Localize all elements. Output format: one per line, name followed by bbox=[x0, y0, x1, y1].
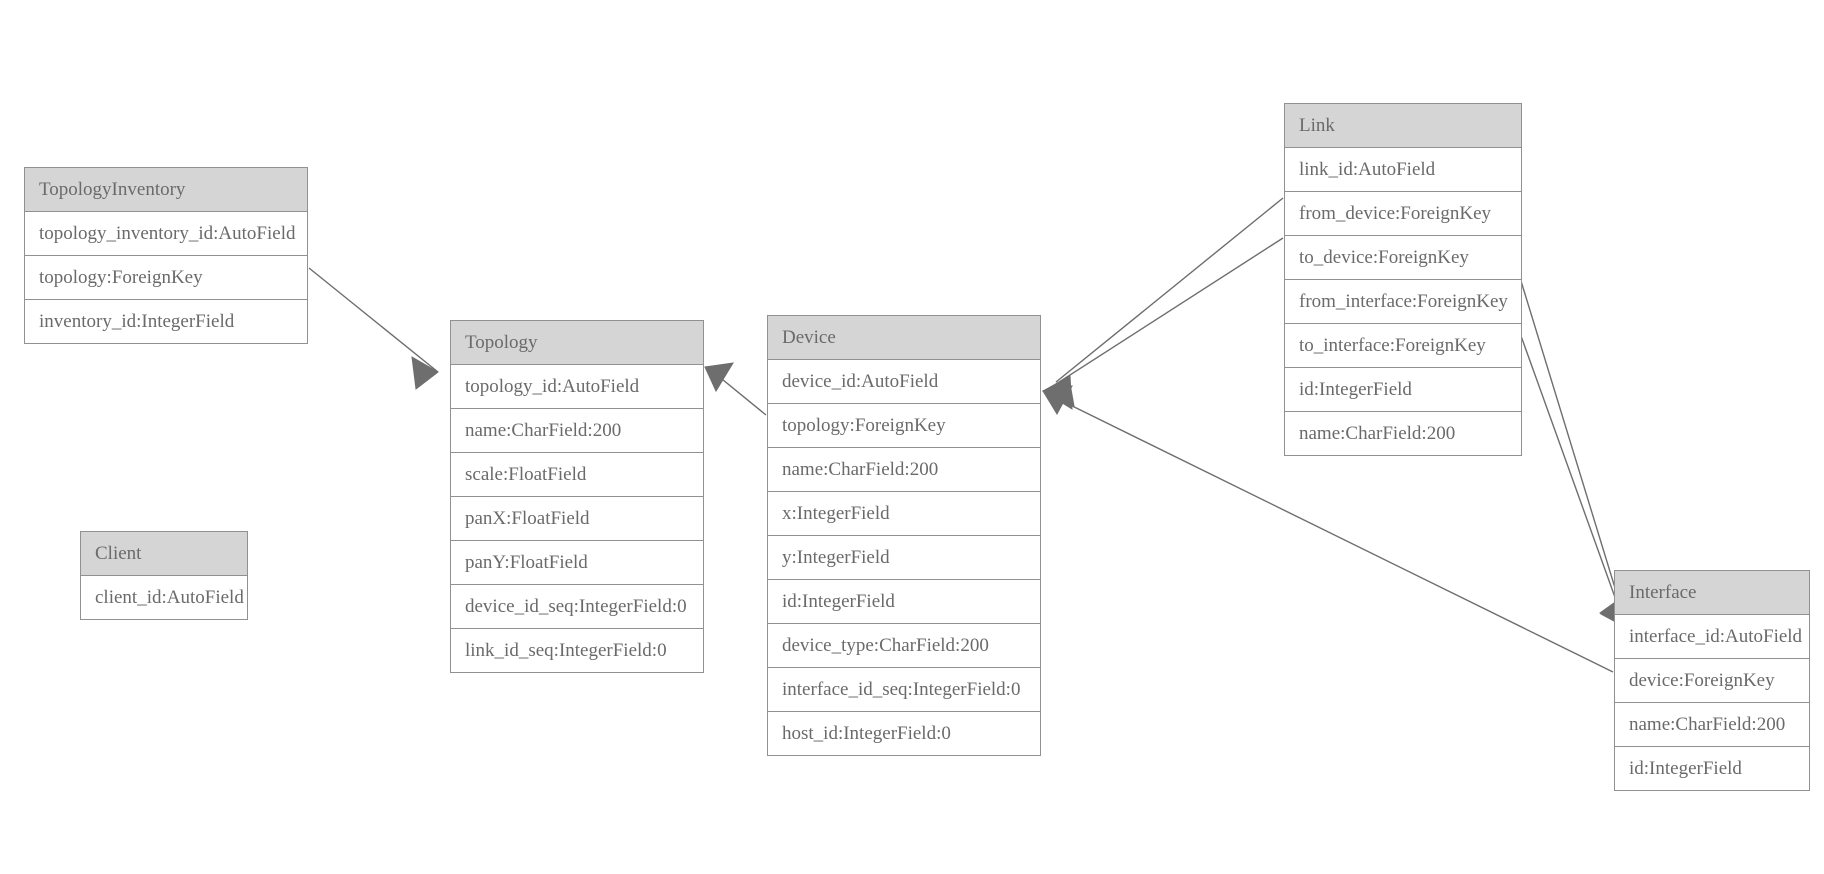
entity-title-topologyinventory: TopologyInventory bbox=[25, 168, 307, 212]
relation-line bbox=[1515, 321, 1622, 615]
rel-topologyinventory-topology bbox=[308, 267, 439, 390]
entity-title-interface: Interface bbox=[1615, 571, 1809, 615]
entity-field[interactable]: name:CharField:200 bbox=[768, 448, 1040, 492]
entity-field[interactable]: id:IntegerField bbox=[1615, 747, 1809, 790]
entity-field[interactable]: device_id:AutoField bbox=[768, 360, 1040, 404]
relation-line bbox=[1055, 237, 1284, 385]
rel-link-from-interface bbox=[1520, 280, 1628, 629]
entity-field[interactable]: device_type:CharField:200 bbox=[768, 624, 1040, 668]
entity-field[interactable]: panX:FloatField bbox=[451, 497, 703, 541]
entity-field[interactable]: link_id_seq:IntegerField:0 bbox=[451, 629, 703, 672]
entity-field[interactable]: interface_id_seq:IntegerField:0 bbox=[768, 668, 1040, 712]
entity-field[interactable]: to_device:ForeignKey bbox=[1285, 236, 1521, 280]
relation-line bbox=[1520, 280, 1624, 615]
entity-field[interactable]: host_id:IntegerField:0 bbox=[768, 712, 1040, 755]
relation-arrowhead-icon bbox=[704, 362, 734, 393]
entity-field[interactable]: id:IntegerField bbox=[1285, 368, 1521, 412]
entity-field[interactable]: from_device:ForeignKey bbox=[1285, 192, 1521, 236]
entity-field[interactable]: name:CharField:200 bbox=[1615, 703, 1809, 747]
entity-title-client: Client bbox=[81, 532, 247, 576]
entity-field[interactable]: name:CharField:200 bbox=[1285, 412, 1521, 455]
entity-field[interactable]: device_id_seq:IntegerField:0 bbox=[451, 585, 703, 629]
entity-field[interactable]: name:CharField:200 bbox=[451, 409, 703, 453]
entity-field[interactable]: id:IntegerField bbox=[768, 580, 1040, 624]
entity-field[interactable]: topology_id:AutoField bbox=[451, 365, 703, 409]
entity-title-link: Link bbox=[1285, 104, 1521, 148]
entity-field[interactable]: inventory_id:IntegerField bbox=[25, 300, 307, 343]
entity-field[interactable]: scale:FloatField bbox=[451, 453, 703, 497]
rel-link-to-device bbox=[1041, 237, 1284, 407]
rel-device-topology bbox=[704, 362, 767, 416]
entity-field[interactable]: y:IntegerField bbox=[768, 536, 1040, 580]
rel-link-to-interface bbox=[1515, 321, 1628, 629]
rel-link-from-device bbox=[1042, 197, 1284, 410]
entity-field[interactable]: to_interface:ForeignKey bbox=[1285, 324, 1521, 368]
entity-field[interactable]: topology:ForeignKey bbox=[25, 256, 307, 300]
entity-field[interactable]: panY:FloatField bbox=[451, 541, 703, 585]
entity-field[interactable]: link_id:AutoField bbox=[1285, 148, 1521, 192]
entity-title-topology: Topology bbox=[451, 321, 703, 365]
relation-arrowhead-icon bbox=[411, 356, 439, 390]
relation-arrowhead-icon bbox=[1041, 377, 1075, 407]
entity-field[interactable]: from_interface:ForeignKey bbox=[1285, 280, 1521, 324]
entity-field[interactable]: client_id:AutoField bbox=[81, 576, 247, 619]
entity-title-device: Device bbox=[768, 316, 1040, 360]
relation-arrowhead-icon bbox=[1042, 385, 1073, 416]
entity-field[interactable]: interface_id:AutoField bbox=[1615, 615, 1809, 659]
relation-line bbox=[308, 267, 439, 373]
entity-field[interactable]: device:ForeignKey bbox=[1615, 659, 1809, 703]
relation-arrowhead-icon bbox=[1042, 375, 1073, 410]
entity-field[interactable]: topology:ForeignKey bbox=[768, 404, 1040, 448]
relation-line bbox=[716, 374, 767, 416]
entity-field[interactable]: topology_inventory_id:AutoField bbox=[25, 212, 307, 256]
relation-line bbox=[1055, 197, 1284, 383]
entity-field[interactable]: x:IntegerField bbox=[768, 492, 1040, 536]
